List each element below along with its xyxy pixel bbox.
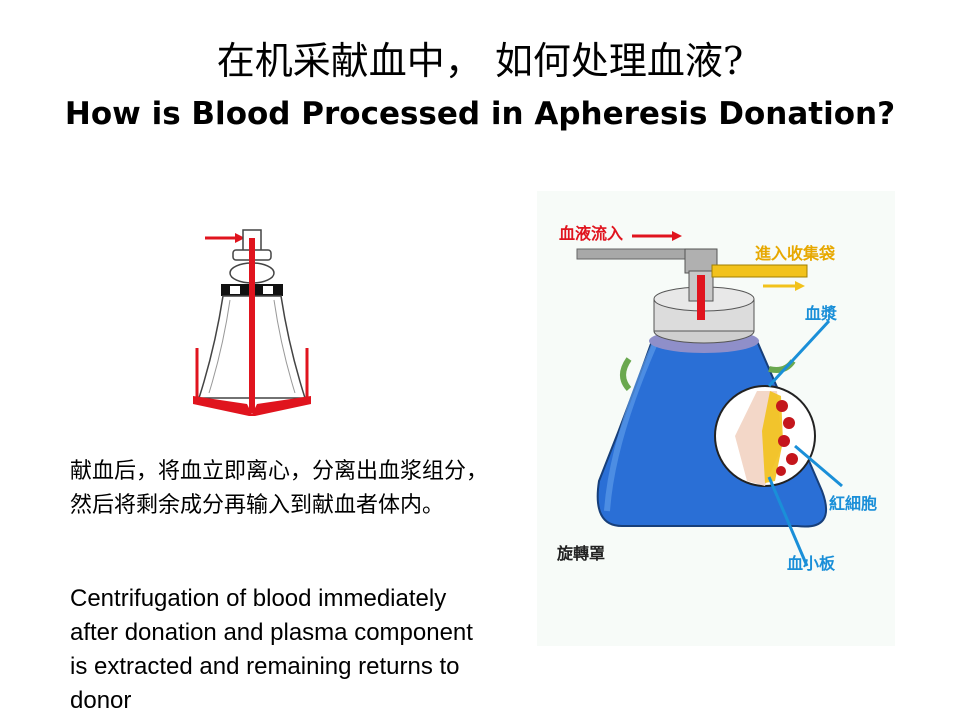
label-bowl: 旋轉罩: [556, 544, 605, 563]
description-en: Centrifugation of blood immediately afte…: [70, 585, 473, 714]
label-red-cells: 紅細胞: [829, 494, 877, 513]
page-title-zh: 在机采献血中， 如何处理血液?: [216, 39, 744, 83]
apheresis-bowl-diagram: 血液流入 進入收集袋 血漿 紅細胞 血小板 旋轉罩: [537, 191, 895, 646]
label-blood-in: 血液流入: [559, 224, 623, 243]
description-zh: 献血后，将血立即离心，分离出血浆组分，然后将剩余成分再输入到献血者体内。: [70, 459, 489, 518]
label-to-bag: 進入收集袋: [755, 244, 836, 263]
centrifuge-bowl-icon: [193, 229, 311, 416]
label-plasma: 血漿: [805, 304, 838, 323]
page-title-en: How is Blood Processed in Apheresis Dona…: [64, 96, 896, 132]
label-platelets: 血小板: [787, 554, 836, 573]
